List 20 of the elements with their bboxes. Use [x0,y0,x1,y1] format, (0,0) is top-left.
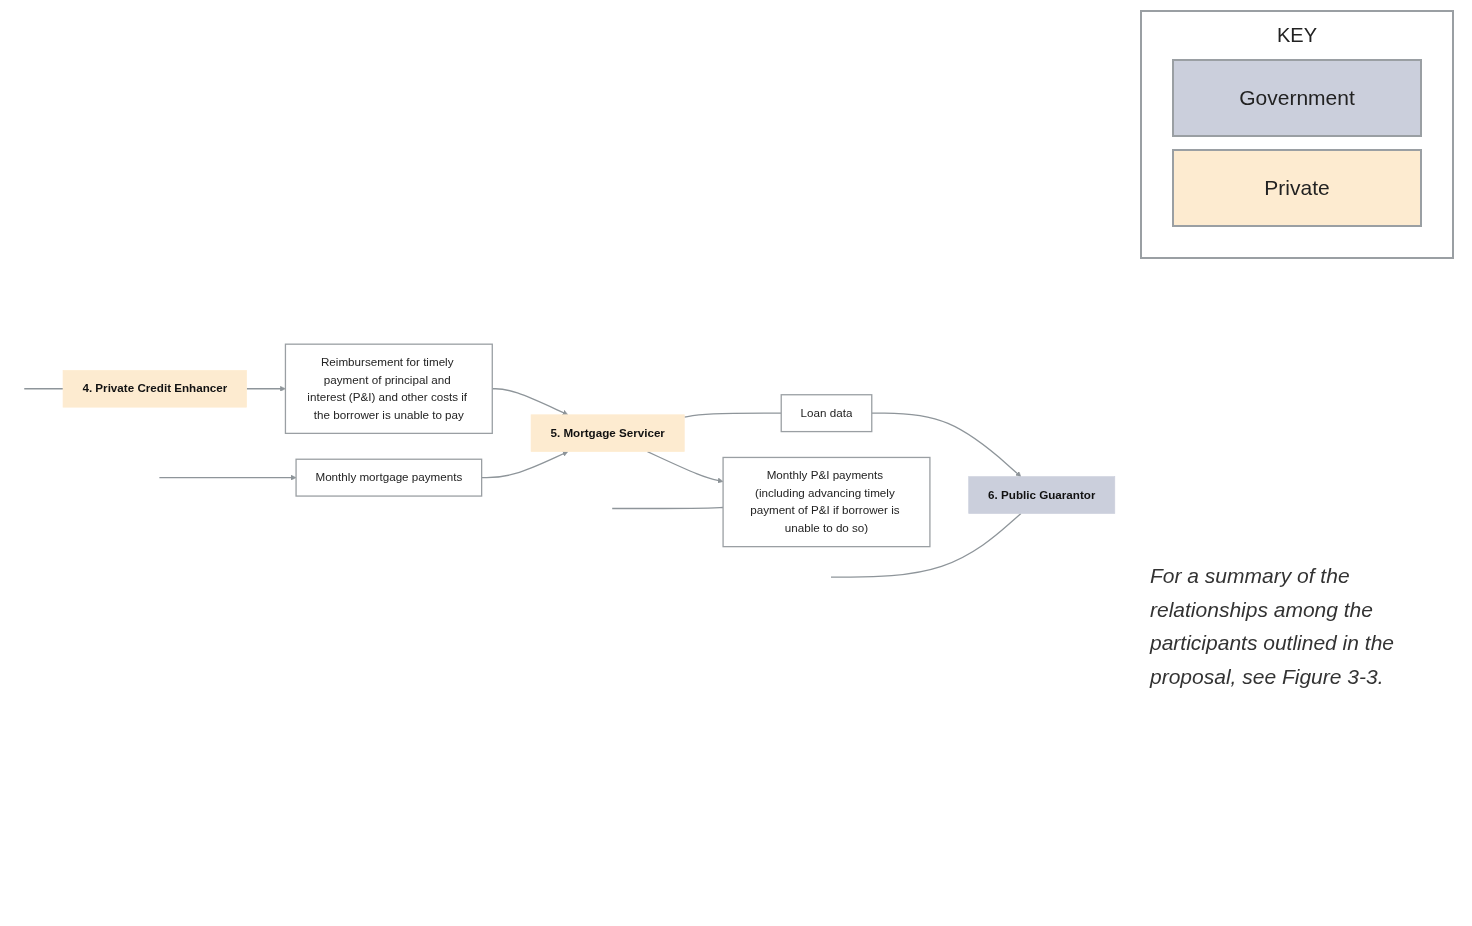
node-box: Reimbursement for timely payment of principal and interest (P&I) and other costs if the borrower is unable to pay [284,343,493,435]
connector [683,412,782,418]
node-box: 4. Private Credit Enhancer [62,370,247,408]
connector [611,507,724,510]
connector [830,513,1022,578]
legend-title: KEY [1276,24,1318,47]
legend-swatch: Private [1172,149,1422,227]
node-box: Monthly P&I payments (including advancing timely payment of P&I if borrower is unable to do so) [722,456,931,548]
arrow [246,386,286,392]
arrow [481,451,569,479]
node-box: 6. Public Guarantor [968,476,1116,514]
node-box: Loan data [780,394,873,433]
node-box: Monthly mortgage payments [295,458,483,497]
arrow [871,412,1022,478]
node-box: 5. Mortgage Servicer [530,414,685,453]
note-text: For a summary of the relationships among the participants outlined in the proposal, see Figure 3-3. [1150,563,1395,690]
arrow [158,474,297,481]
legend-swatch: Government [1172,59,1422,137]
arrow [646,451,724,484]
connector [23,388,64,390]
